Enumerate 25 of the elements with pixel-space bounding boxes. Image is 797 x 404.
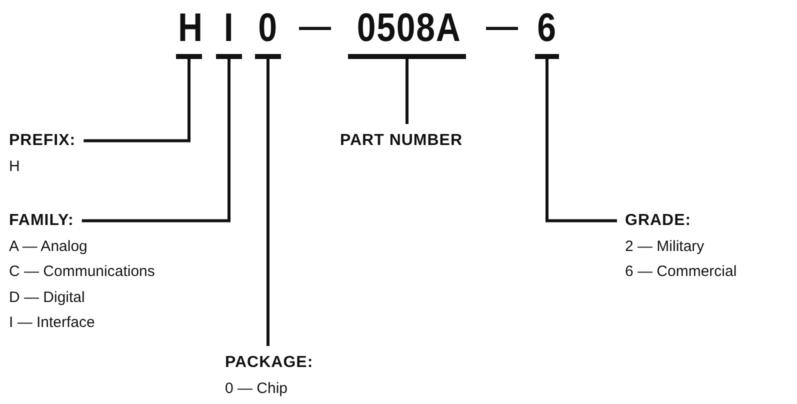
field-heading: PART NUMBER xyxy=(340,131,463,151)
code-character: H xyxy=(178,8,200,48)
field-heading: PREFIX: xyxy=(9,131,76,151)
leader-line xyxy=(82,59,230,222)
code-meaning: I — Interface xyxy=(9,313,96,333)
code-meaning: H xyxy=(9,156,21,176)
code-meaning: D — Digital xyxy=(9,288,86,308)
separator-dash: — xyxy=(299,7,331,46)
code-meaning: 0 — Chip xyxy=(225,378,289,398)
leader-line xyxy=(84,59,190,142)
field-heading: PACKAGE: xyxy=(225,353,314,373)
code-meaning: C — Communications xyxy=(9,262,155,282)
code-meaning: A — Analog xyxy=(9,236,88,256)
code-character: 0508A xyxy=(356,8,458,48)
code-character: I xyxy=(222,8,236,48)
code-character: 6 xyxy=(536,8,558,48)
code-meaning: 2 — Military xyxy=(625,236,706,256)
separator-dash: — xyxy=(486,7,518,46)
leader-line xyxy=(266,59,270,346)
leader-line xyxy=(546,59,617,222)
field-heading: GRADE: xyxy=(625,211,692,231)
field-heading: FAMILY: xyxy=(9,211,74,231)
code-meaning: 6 — Commercial xyxy=(625,262,737,282)
leader-line xyxy=(406,59,408,124)
code-character: 0 xyxy=(257,8,279,48)
